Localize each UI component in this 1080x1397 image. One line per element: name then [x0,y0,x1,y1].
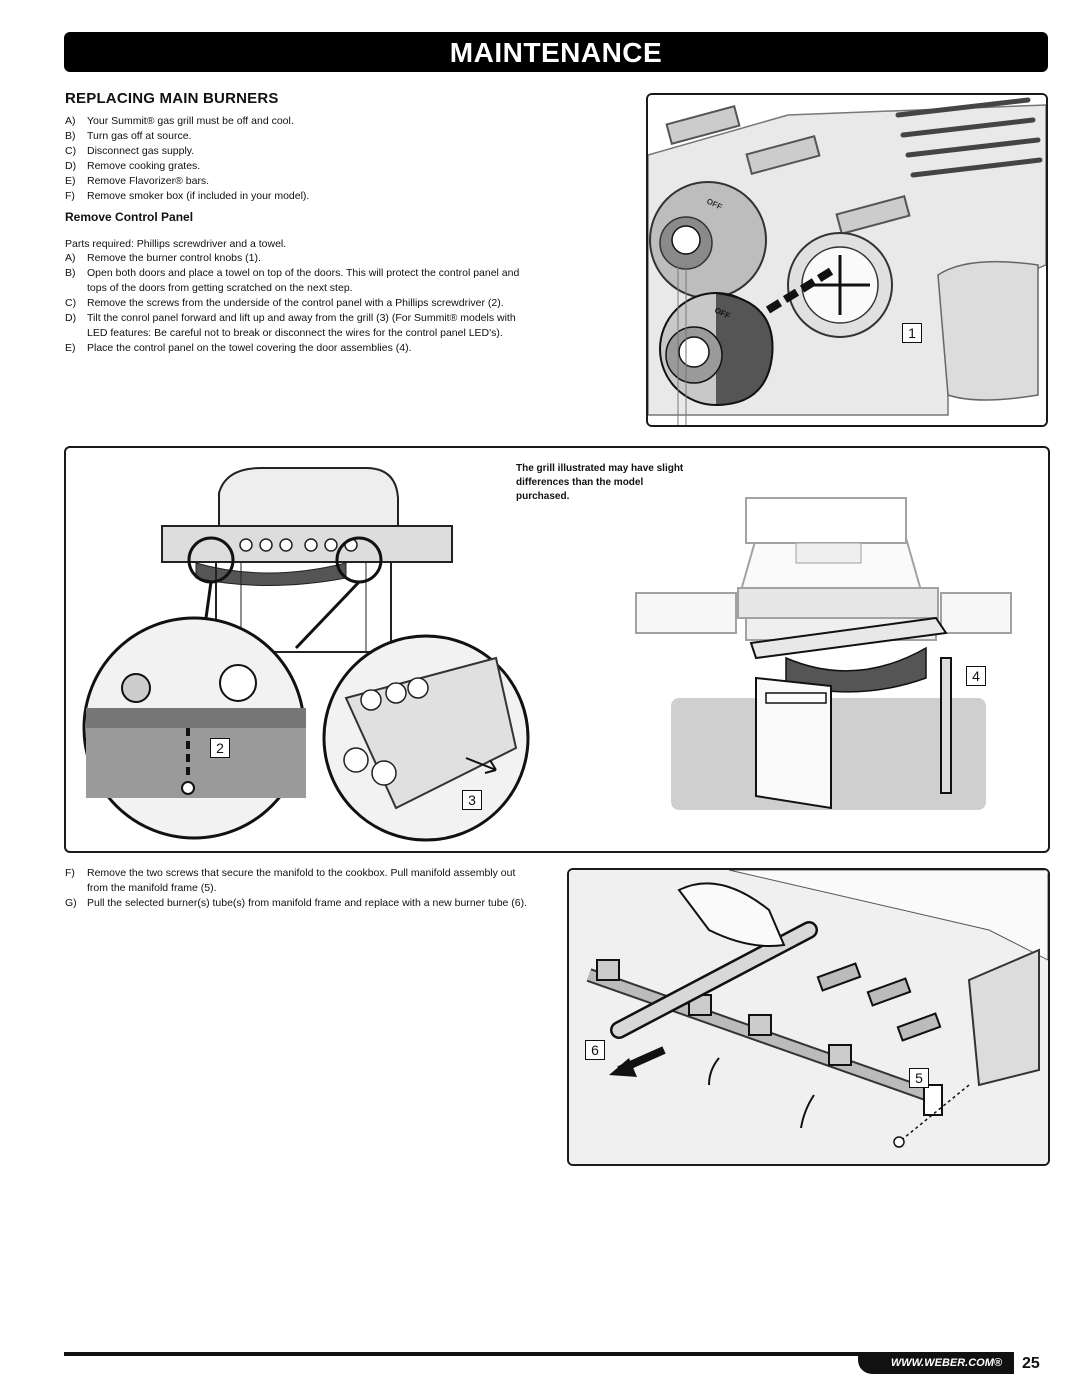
list-item: E)Remove Flavorizer® bars. [65,175,210,187]
footer-rule [64,1352,1014,1356]
panel-steps-list: A)Remove the burner control knobs (1). B… [65,251,535,356]
list-item: A)Your Summit® gas grill must be off and… [65,115,294,127]
list-item: B)Turn gas off at source. [65,130,192,142]
list-item: F)Remove smoker box (if included in your… [65,190,310,202]
control-panel-illustration [82,467,1012,842]
section-title: REPLACING MAIN BURNERS [65,90,279,107]
list-item: D)Tilt the conrol panel forward and lift… [65,312,516,339]
manifold-steps-list: F)Remove the two screws that secure the … [65,866,535,911]
page-banner: MAINTENANCE [64,32,1048,72]
list-item: C)Remove the screws from the underside o… [65,297,504,309]
figure-note: The grill illustrated may have slight di… [516,463,684,502]
list-item: C)Disconnect gas supply. [65,145,195,157]
knob-illustration: OFF OFF [648,95,1046,425]
callout-3: 3 [462,790,482,810]
manifold-figure: 6 5 [567,868,1050,1166]
control-panel-figure: The grill illustrated may have slight di… [64,446,1050,853]
footer-url: WWW.WEBER.COM® [858,1352,1014,1374]
list-item: E)Place the control panel on the towel c… [65,342,412,354]
parts-required: Parts required: Phillips screwdriver and… [65,238,287,250]
subsection-title: Remove Control Panel [65,210,194,224]
knob-removal-figure: OFF OFF 1 [646,93,1048,427]
list-item: D)Remove cooking grates. [65,160,201,172]
manifold-illustration [569,870,1048,1164]
callout-6: 6 [585,1040,605,1060]
callout-1: 1 [902,323,922,343]
callout-5: 5 [909,1068,929,1088]
list-item: B)Open both doors and place a towel on t… [65,267,520,294]
list-item: G)Pull the selected burner(s) tube(s) fr… [65,897,528,909]
main-steps-list: A)Your Summit® gas grill must be off and… [65,114,385,204]
callout-4: 4 [966,666,986,686]
callout-2: 2 [210,738,230,758]
list-item: A)Remove the burner control knobs (1). [65,252,261,264]
list-item: F)Remove the two screws that secure the … [65,867,516,894]
page-number: 25 [1022,1355,1040,1372]
